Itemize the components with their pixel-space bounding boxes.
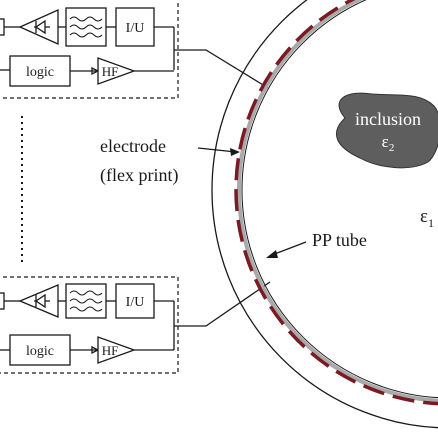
pp-tube-annotation: PP tube [266,230,367,258]
bandpass-filter-icon [69,16,103,38]
medium-epsilon: ε1 [420,206,434,230]
triangle-amplifier-icon [97,336,136,364]
pp-tube-wall [237,0,438,403]
bottom-diode-amplifier [0,284,59,318]
top-channel-dashed-box [0,0,179,99]
top-filter [65,7,107,47]
pp-tube-arrowhead [266,250,278,258]
triangle-amplifier-icon [97,57,136,85]
bottom-filter [65,283,107,319]
electrode-flex-print-label: (flex print) [100,165,178,186]
sensor-tube: inclusion ε2 ε1 [211,0,438,429]
inclusion-epsilon: ε2 [382,132,395,154]
top-logic-label: logic [26,65,54,80]
outer-shield-circle [211,0,438,429]
bottom-logic: logic [0,334,71,366]
bottom-hf-amplifier: HF [97,336,136,364]
bottom-channel-dashed-box [0,276,179,374]
electrode-arrowhead [230,148,240,156]
bottom-logic-box [9,334,71,366]
bottom-iu-converter: I/U [115,283,155,319]
inclusion: inclusion ε2 [335,92,438,169]
bottom-channel: I/U logic HF [0,276,271,374]
pp-tube-inner-edge [241,0,438,399]
electrode-label: electrode [100,136,166,156]
bottom-filter-box [65,283,107,319]
pp-tube-pointer [271,241,307,256]
top-hf-label: HF [102,64,119,79]
electrode-ring [234,0,438,406]
electrode-pointer [197,147,237,153]
bandpass-filter-icon [69,290,103,312]
top-iu-label: I/U [126,21,145,36]
top-diode-amplifier [0,8,59,46]
pp-tube-label: PP tube [312,230,367,250]
top-iu-converter: I/U [115,7,155,47]
bottom-lead-wire [174,281,271,327]
top-logic-box [9,55,71,87]
top-logic: logic [0,55,71,87]
electrode-annotation: electrode (flex print) [100,136,240,186]
inclusion-label: inclusion [355,109,421,129]
inclusion-shape [335,92,438,169]
top-channel: I/U logic HF [0,0,269,99]
bottom-logic-label: logic [26,344,54,359]
bottom-hf-label: HF [102,343,119,358]
bottom-iu-label: I/U [126,295,145,310]
top-lead-wire [174,49,269,89]
top-hf-amplifier: HF [97,57,136,85]
